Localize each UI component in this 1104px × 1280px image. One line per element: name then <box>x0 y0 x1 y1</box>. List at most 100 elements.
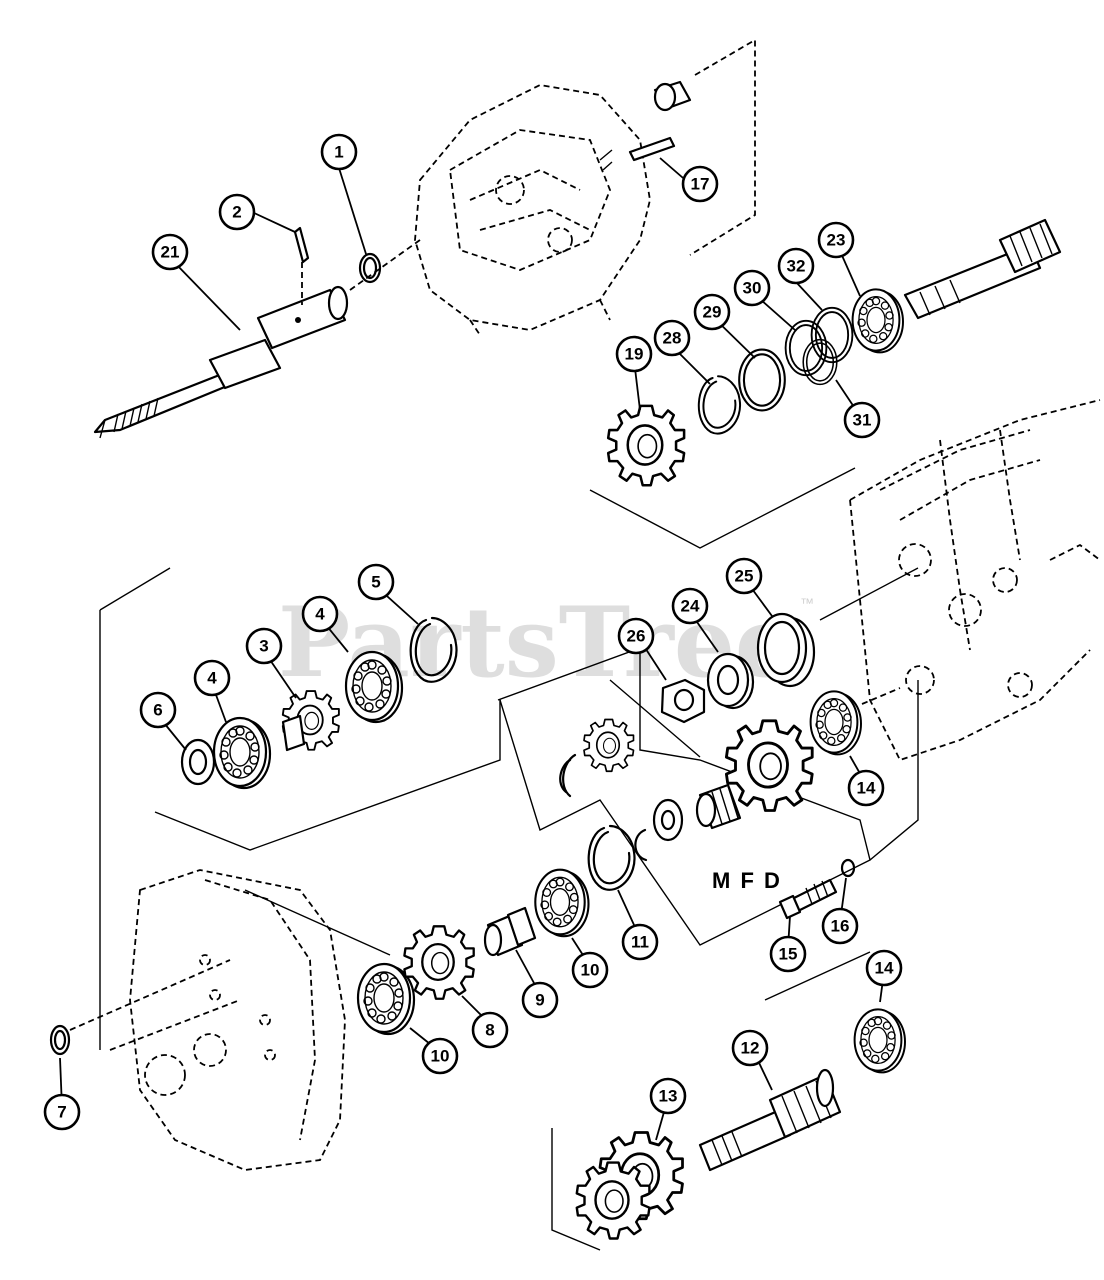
callout-9[interactable]: 9 <box>521 981 559 1019</box>
svg-text:24: 24 <box>681 597 700 616</box>
callout-17[interactable]: 17 <box>681 165 719 203</box>
pump-bracket-line <box>689 38 756 256</box>
svg-text:14: 14 <box>857 779 876 798</box>
pin-17 <box>628 136 676 162</box>
svg-text:14: 14 <box>875 959 894 978</box>
ring-7 <box>49 1024 71 1056</box>
mfd-right-line <box>869 680 919 861</box>
svg-text:12: 12 <box>741 1039 760 1058</box>
gear-mfd-small <box>583 718 635 773</box>
svg-text:11: 11 <box>631 933 649 952</box>
washer-16 <box>840 858 856 878</box>
svg-text:1: 1 <box>334 143 343 162</box>
callout-3[interactable]: 3 <box>245 627 283 665</box>
callout-14a[interactable]: 14 <box>847 769 885 807</box>
svg-text:4: 4 <box>207 669 217 688</box>
callout-2[interactable]: 2 <box>218 193 256 231</box>
svg-text:4: 4 <box>315 605 325 624</box>
mfd-group-label: M F D <box>712 868 782 893</box>
mfd-bracket <box>497 646 871 946</box>
svg-text:29: 29 <box>703 303 722 322</box>
svg-text:3: 3 <box>259 637 268 656</box>
bearing-10-upper <box>534 868 590 938</box>
callout-7[interactable]: 7 <box>43 1093 81 1131</box>
watermark-trademark: ™ <box>800 595 814 611</box>
svg-text:10: 10 <box>581 961 600 980</box>
bearing-14-lower <box>853 1008 906 1074</box>
callout-4b[interactable]: 4 <box>301 595 339 633</box>
callout-23[interactable]: 23 <box>817 221 855 259</box>
mfd-group-line-upper <box>609 567 919 758</box>
callout-6[interactable]: 6 <box>139 691 177 729</box>
ring-6 <box>180 738 216 786</box>
upper-group-bracket <box>589 467 856 549</box>
snapring-mfd-c <box>634 828 648 862</box>
svg-text:8: 8 <box>485 1021 494 1040</box>
callout-5[interactable]: 5 <box>357 563 395 601</box>
washer-mfd <box>652 798 684 842</box>
bearing-4-lower <box>212 716 272 790</box>
svg-text:19: 19 <box>625 345 644 364</box>
svg-text:5: 5 <box>371 573 380 592</box>
callout-26[interactable]: 26 <box>617 617 655 655</box>
bearing-23 <box>851 288 904 354</box>
callout-12[interactable]: 12 <box>731 1029 769 1067</box>
svg-text:32: 32 <box>787 257 806 276</box>
callout-21[interactable]: 21 <box>151 233 189 271</box>
left-group-bracket-top <box>99 567 171 611</box>
svg-text:7: 7 <box>57 1103 66 1122</box>
svg-text:28: 28 <box>663 329 682 348</box>
callout-25[interactable]: 25 <box>725 557 763 595</box>
svg-text:25: 25 <box>735 567 754 586</box>
callout-15[interactable]: 15 <box>769 935 807 973</box>
svg-text:2: 2 <box>232 203 241 222</box>
svg-text:9: 9 <box>535 991 544 1010</box>
callout-19[interactable]: 19 <box>615 335 653 373</box>
ring-29 <box>738 348 786 412</box>
svg-text:13: 13 <box>659 1087 678 1106</box>
lower-group-bracket <box>764 951 871 1001</box>
pump-bushing <box>653 80 692 112</box>
callout-16[interactable]: 16 <box>821 907 859 945</box>
gear-3 <box>281 690 340 752</box>
gear-13 <box>575 1131 684 1240</box>
needle-bearing-mfd <box>695 783 742 830</box>
callout-10b[interactable]: 10 <box>571 951 609 989</box>
svg-text:15: 15 <box>779 945 798 964</box>
nut-26 <box>660 678 706 724</box>
callout-10a[interactable]: 10 <box>421 1037 459 1075</box>
callout-30[interactable]: 30 <box>733 269 771 307</box>
shaft-stub-right <box>861 687 901 705</box>
callout-1[interactable]: 1 <box>320 133 358 171</box>
left-group-bracket-bottom <box>154 700 501 851</box>
sleeve-9 <box>483 906 537 957</box>
svg-text:10: 10 <box>431 1047 450 1066</box>
svg-text:6: 6 <box>153 701 162 720</box>
svg-text:30: 30 <box>743 279 762 298</box>
bolt-15 <box>778 878 838 920</box>
callout-31[interactable]: 31 <box>843 401 881 439</box>
callout-28[interactable]: 28 <box>653 319 691 357</box>
callout-14b[interactable]: 14 <box>865 949 903 987</box>
gear-13-bracket <box>551 1128 601 1251</box>
callout-4a[interactable]: 4 <box>193 659 231 697</box>
callout-24[interactable]: 24 <box>671 587 709 625</box>
gear-mfd-large <box>724 719 814 812</box>
callout-8[interactable]: 8 <box>471 1011 509 1049</box>
callout-29[interactable]: 29 <box>693 293 731 331</box>
svg-text:31: 31 <box>853 411 872 430</box>
callout-11[interactable]: 11 <box>621 923 659 961</box>
bearing-14-upper <box>809 690 862 756</box>
callout-32[interactable]: 32 <box>777 247 815 285</box>
callout-13[interactable]: 13 <box>649 1077 687 1115</box>
output-shaft-upper <box>903 218 1062 320</box>
cover-bracket-line <box>244 889 391 956</box>
snapring-mfd-small <box>559 753 577 798</box>
ring-1 <box>358 252 382 284</box>
gear-8 <box>403 925 475 1000</box>
bearing-4-upper <box>344 650 404 724</box>
svg-text:17: 17 <box>691 175 710 194</box>
svg-text:26: 26 <box>627 627 646 646</box>
pump-housing <box>414 84 651 336</box>
